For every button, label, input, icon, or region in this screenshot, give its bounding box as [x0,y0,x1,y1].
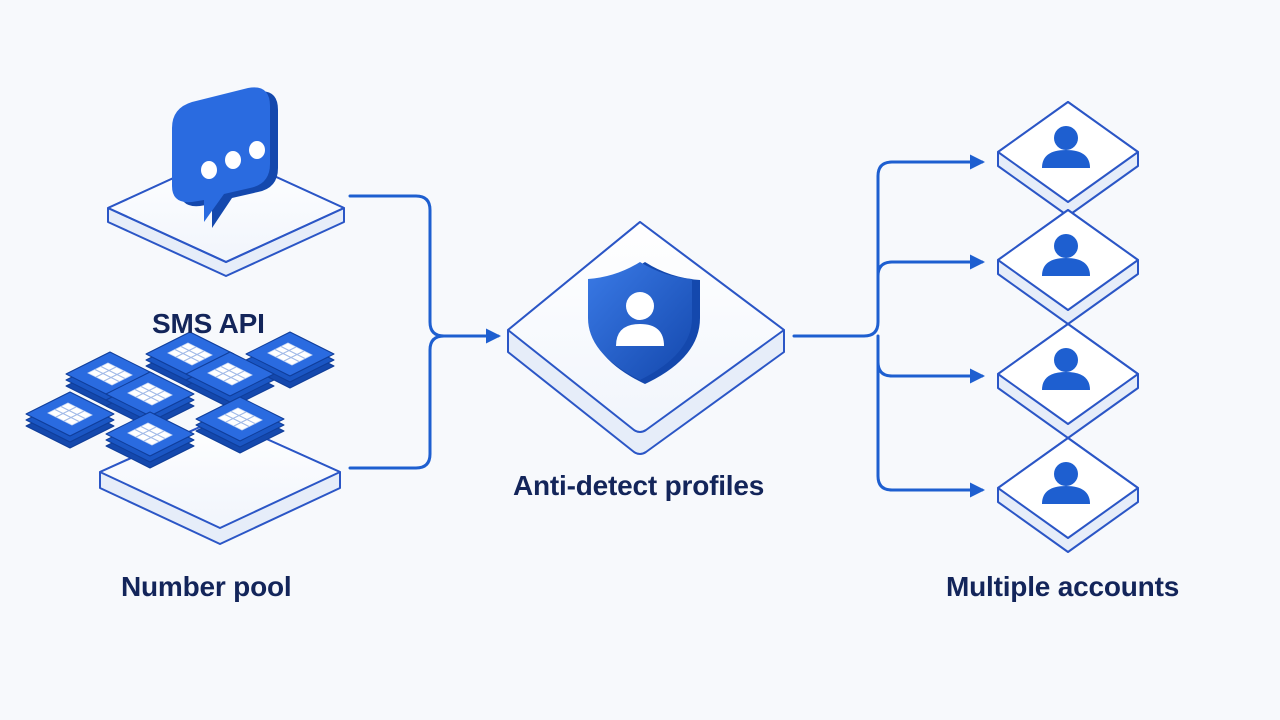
account-tile [997,101,1139,217]
user-icon [1042,348,1090,390]
connector-profiles-to-accounts [792,154,985,498]
sms-api-label: SMS API [152,308,265,339]
sim-card-icon [105,411,195,469]
number-pool-label: Number pool [121,571,292,602]
user-icon [1042,234,1090,276]
connector-pool-to-profiles [348,334,446,470]
shield-user-icon [588,262,700,384]
user-icon [1042,126,1090,168]
connector-sms-to-profiles [348,194,501,344]
sim-card-icon [185,351,275,409]
anti-detect-profiles-label: Anti-detect profiles [513,470,765,501]
sim-card-icon [105,371,195,429]
account-tile [997,437,1139,553]
chat-bubble-icon [172,87,278,228]
sim-card-icon [195,396,285,454]
sim-card-stack-icon [25,331,335,469]
accounts-column [997,101,1139,553]
account-tile [997,323,1139,439]
account-tile [997,209,1139,325]
user-icon [1042,462,1090,504]
multiple-accounts-label: Multiple accounts [946,571,1180,602]
sms-api-platform [107,153,345,277]
sim-card-icon [25,391,115,449]
